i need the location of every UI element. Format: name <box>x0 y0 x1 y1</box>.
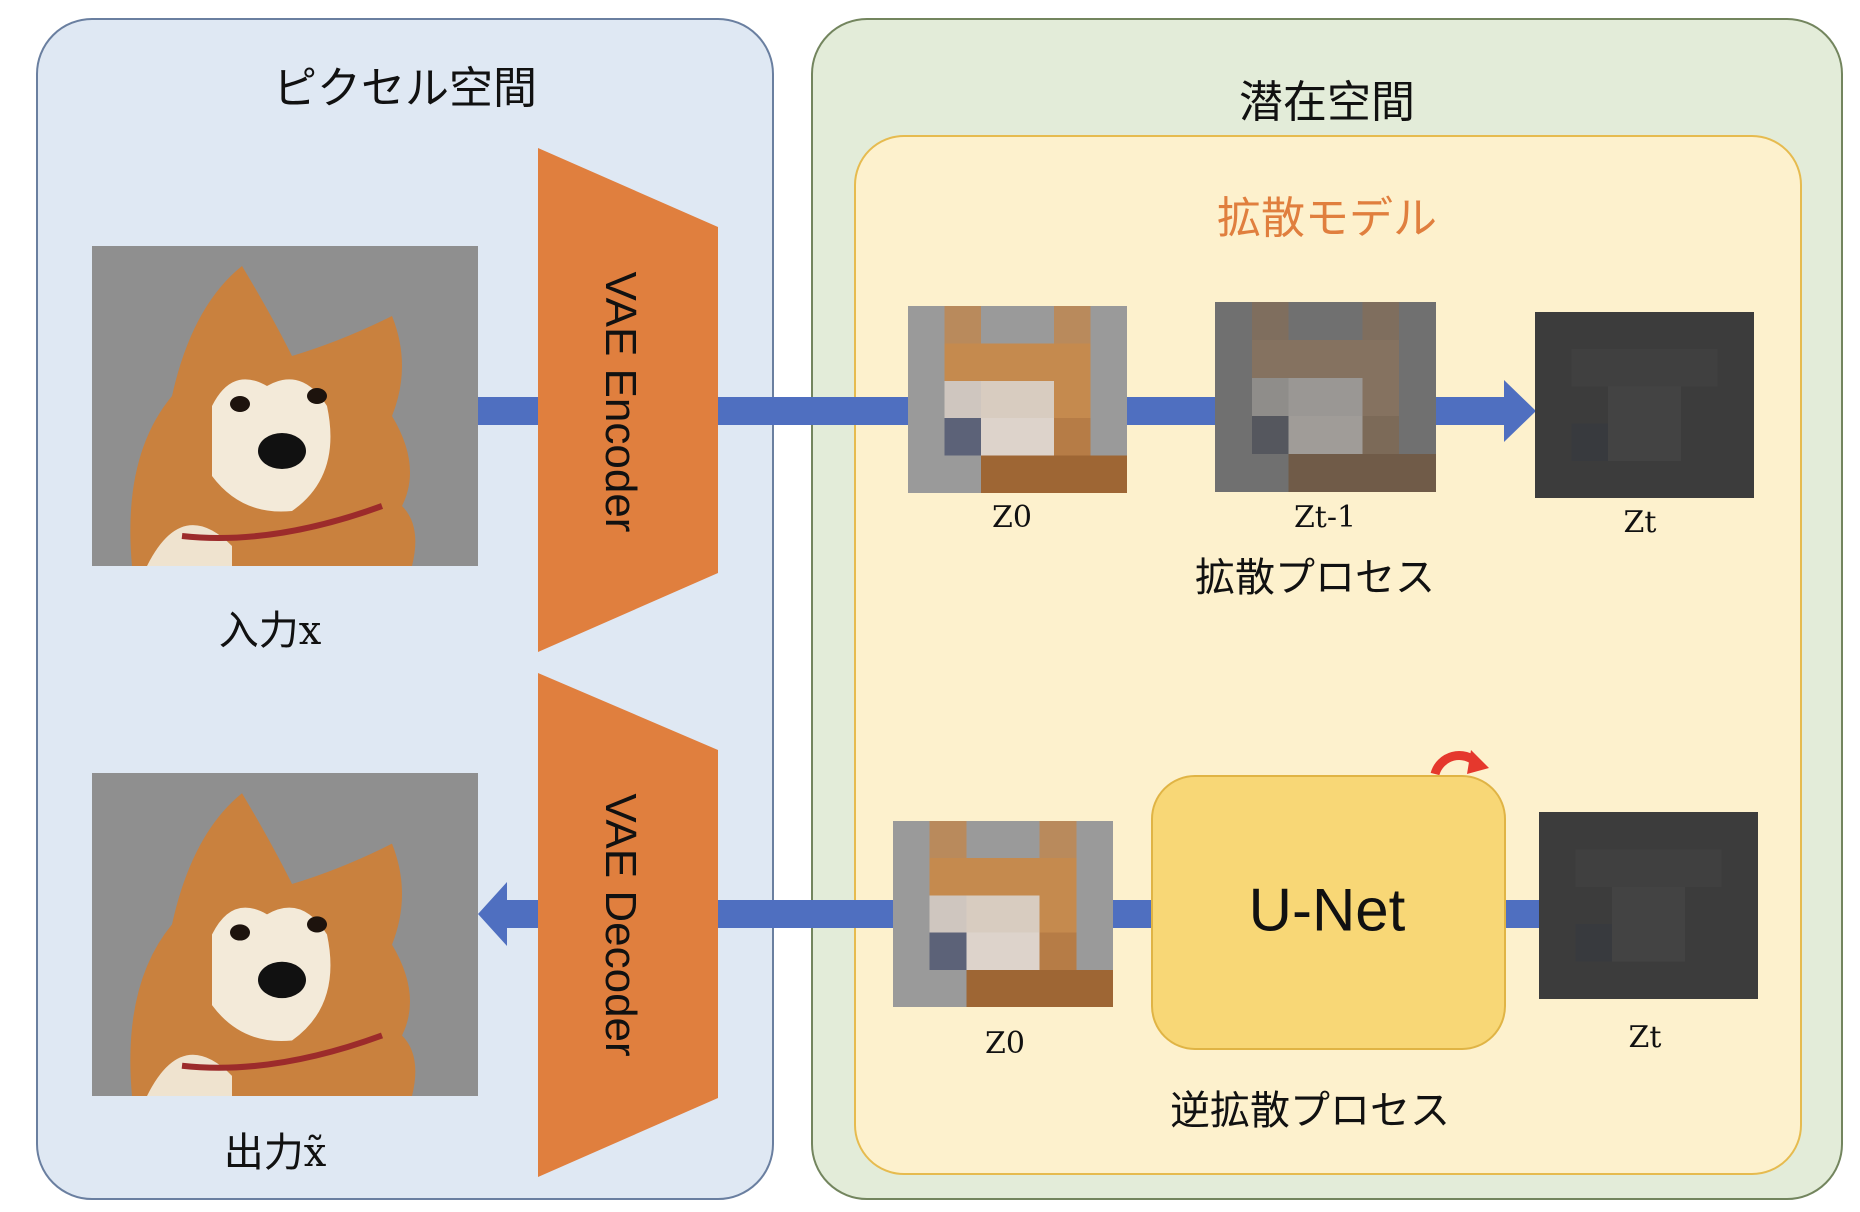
unet-label: U-Net <box>1248 876 1406 944</box>
reverse-diffusion-process-label: 逆拡散プロセス <box>1170 1088 1450 1134</box>
output-arrowhead <box>478 882 507 946</box>
forward-zt1-label: Zt-1 <box>1293 500 1357 535</box>
input-to-encoder-connector <box>478 397 538 425</box>
forward-z0-latent <box>908 306 1127 493</box>
z0-to-zt1-connector <box>1127 397 1215 425</box>
forward-zt1-latent <box>1215 302 1436 492</box>
output-label: 出力x̃ <box>223 1130 327 1176</box>
forward-z0-label: Z0 <box>992 500 1032 535</box>
pixel-space-title: ピクセル空間 <box>273 63 537 114</box>
diffusion-process-label: 拡散プロセス <box>1195 555 1435 601</box>
reverse-z0-latent <box>893 821 1113 1007</box>
reverse-zt-label: Zt <box>1628 1020 1662 1055</box>
zt1-to-zt-connector <box>1436 397 1506 425</box>
encoder-to-z0-connector <box>718 397 908 425</box>
input-label: 入力x <box>218 608 322 654</box>
diffusion-model-title: 拡散モデル <box>1217 193 1437 244</box>
output-dog-image <box>92 773 478 1096</box>
latent-space-title: 潜在空間 <box>1239 77 1415 128</box>
vae-encoder-label: VAE Encoder <box>596 271 645 533</box>
forward-zt-label: Zt <box>1623 505 1657 540</box>
vae-decoder-label: VAE Decoder <box>596 793 645 1057</box>
forward-arrowhead <box>1504 380 1536 442</box>
unet-block <box>1151 775 1506 1050</box>
reverse-zt-latent <box>1539 812 1758 999</box>
unet-to-z0-connector <box>1112 900 1152 928</box>
decoder-to-output-connector <box>505 900 538 928</box>
zt-to-unet-connector <box>1504 900 1540 928</box>
vae-encoder-shape <box>538 148 718 652</box>
z0-to-decoder-connector <box>718 900 894 928</box>
reverse-z0-label: Z0 <box>985 1026 1025 1061</box>
forward-zt-latent <box>1535 312 1754 498</box>
input-dog-image <box>92 246 478 566</box>
vae-decoder-shape <box>538 673 718 1177</box>
